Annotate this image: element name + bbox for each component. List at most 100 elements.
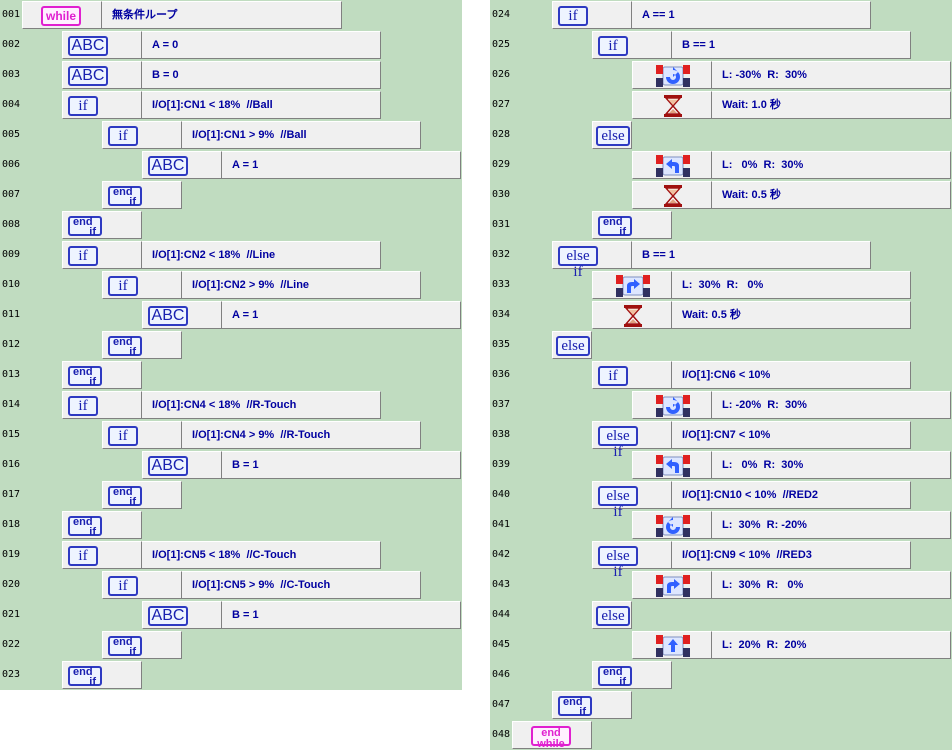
assign-button[interactable]: ABC — [148, 456, 188, 476]
command-cell[interactable]: if — [592, 31, 672, 59]
if-button[interactable]: if — [598, 36, 628, 56]
if-button[interactable]: if — [68, 396, 98, 416]
command-cell[interactable]: if — [62, 91, 142, 119]
command-cell[interactable]: if — [552, 1, 632, 29]
command-cell[interactable]: ABC — [142, 301, 222, 329]
command-parameter[interactable]: L: 30% R: -20% — [712, 511, 951, 539]
command-cell[interactable] — [632, 61, 712, 89]
command-parameter[interactable]: B == 1 — [672, 31, 911, 59]
command-cell[interactable] — [592, 271, 672, 299]
if-button[interactable]: if — [108, 126, 138, 146]
command-parameter[interactable]: I/O[1]:CN2 > 9% //Line — [182, 271, 421, 299]
command-cell[interactable]: else if — [592, 421, 672, 460]
command-parameter[interactable]: B = 0 — [142, 61, 381, 89]
command-parameter[interactable]: I/O[1]:CN10 < 10% //RED2 — [672, 481, 911, 509]
if-button[interactable]: if — [68, 246, 98, 266]
command-cell[interactable] — [632, 631, 712, 659]
if-button[interactable]: if — [108, 276, 138, 296]
command-cell[interactable]: else if — [592, 541, 672, 580]
command-parameter[interactable]: A = 1 — [222, 301, 461, 329]
command-cell[interactable]: ABC — [142, 451, 222, 479]
command-cell[interactable] — [632, 571, 712, 599]
if-button[interactable]: if — [108, 576, 138, 596]
command-cell[interactable]: ABC — [142, 151, 222, 179]
if-button[interactable]: if — [558, 6, 588, 26]
command-parameter[interactable]: A = 0 — [142, 31, 381, 59]
command-cell[interactable]: if — [102, 571, 182, 599]
if-button[interactable]: if — [68, 546, 98, 566]
assign-button[interactable]: ABC — [148, 306, 188, 326]
command-cell[interactable] — [632, 91, 712, 119]
command-parameter[interactable]: Wait: 0.5 秒 — [672, 301, 911, 329]
command-cell[interactable]: if — [102, 421, 182, 449]
command-cell[interactable]: if — [592, 361, 672, 389]
command-parameter[interactable]: I/O[1]:CN6 < 10% — [672, 361, 911, 389]
command-cell[interactable] — [632, 151, 712, 179]
command-cell[interactable] — [632, 451, 712, 479]
else-if-button[interactable]: else if — [598, 546, 638, 580]
command-parameter[interactable]: I/O[1]:CN5 < 18% //C-Touch — [142, 541, 381, 569]
command-parameter[interactable]: B = 1 — [222, 601, 461, 629]
command-cell[interactable]: else — [592, 601, 632, 629]
else-if-button[interactable]: else if — [598, 426, 638, 460]
command-cell[interactable]: ABC — [62, 61, 142, 89]
assign-button[interactable]: ABC — [68, 36, 108, 56]
else-button[interactable]: else — [596, 606, 630, 626]
command-cell[interactable]: if — [62, 391, 142, 419]
command-parameter[interactable]: L: 0% R: 30% — [712, 151, 951, 179]
assign-button[interactable]: ABC — [68, 66, 108, 86]
command-parameter[interactable]: B == 1 — [632, 241, 871, 269]
command-parameter[interactable]: L: 30% R: 0% — [672, 271, 911, 299]
else-button[interactable]: else — [556, 336, 590, 356]
command-parameter[interactable]: L: -20% R: 30% — [712, 391, 951, 419]
command-cell[interactable]: ABC — [142, 601, 222, 629]
else-if-button[interactable]: else if — [558, 246, 598, 280]
command-cell[interactable]: if — [62, 241, 142, 269]
command-cell[interactable]: else — [592, 121, 632, 149]
command-parameter[interactable]: I/O[1]:CN1 < 18% //Ball — [142, 91, 381, 119]
command-parameter[interactable]: I/O[1]:CN2 < 18% //Line — [142, 241, 381, 269]
command-cell[interactable]: if — [62, 541, 142, 569]
command-parameter[interactable]: A = 1 — [222, 151, 461, 179]
command-parameter[interactable]: I/O[1]:CN7 < 10% — [672, 421, 911, 449]
